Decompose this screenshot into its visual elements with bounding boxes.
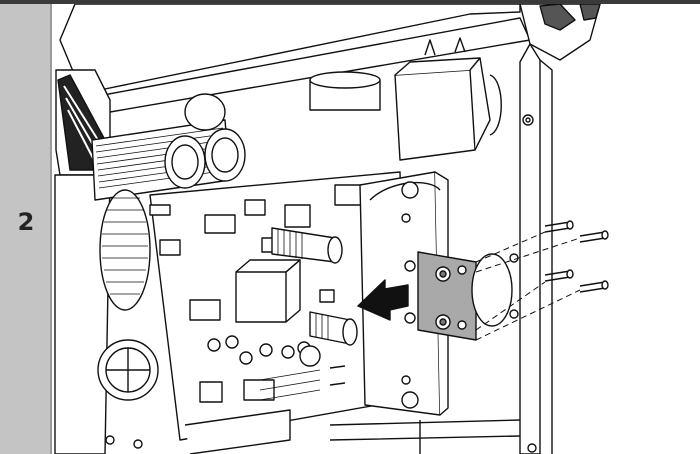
panel-hole — [471, 253, 519, 327]
step-sidebar — [0, 4, 52, 454]
cabinet-floor — [329, 419, 521, 454]
arrow-left-icon — [357, 279, 409, 321]
transformer — [394, 37, 502, 161]
toroid — [99, 189, 151, 311]
cabinet-right-panel — [519, 43, 553, 454]
sidebar-divider — [50, 4, 52, 454]
step-number: 2 — [17, 208, 35, 236]
illustration-canvas — [54, 4, 609, 454]
assembly-illustration — [54, 4, 700, 454]
screw-icon — [475, 220, 609, 341]
capacitors — [164, 71, 381, 189]
inductors — [271, 227, 358, 346]
top-bar — [0, 0, 700, 4]
knockout — [97, 339, 159, 449]
cover-plate — [404, 251, 477, 341]
